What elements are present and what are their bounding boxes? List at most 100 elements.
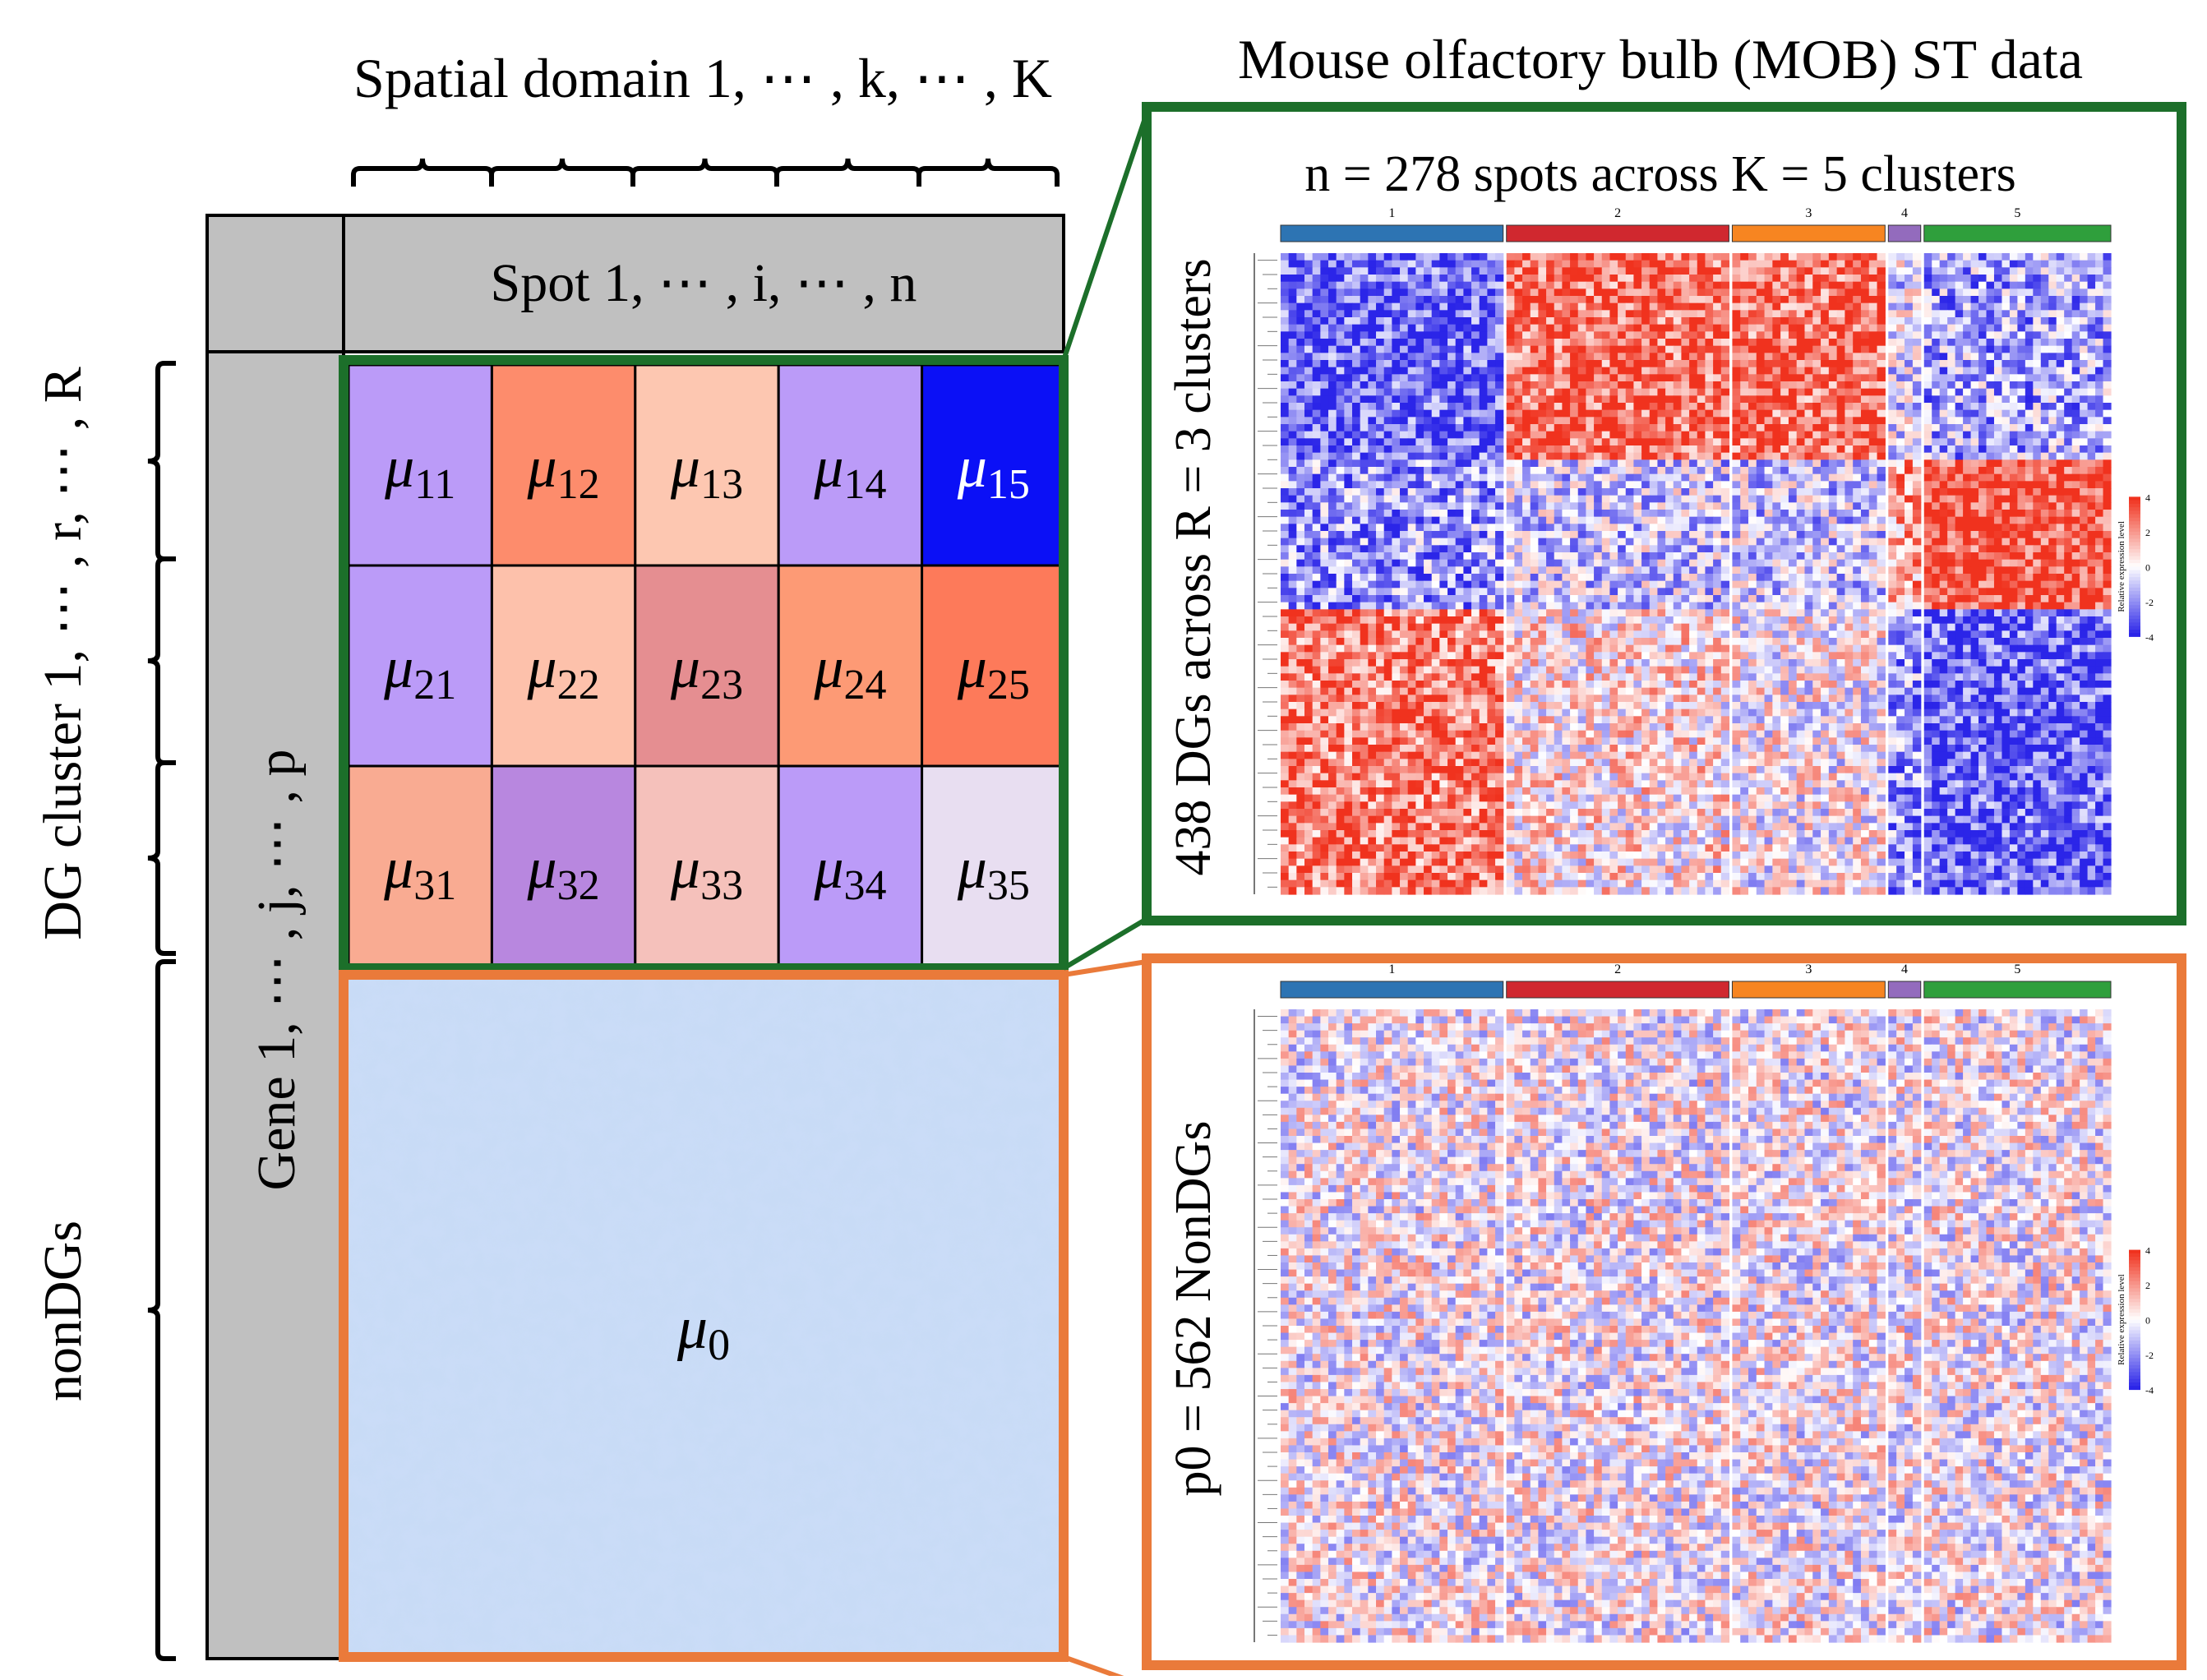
heat-cell [1665, 459, 1674, 467]
heat-cell [1869, 502, 1877, 510]
heat-cell [1955, 310, 1964, 317]
heat-cell [1732, 424, 1740, 432]
heat-cell [1888, 581, 1896, 588]
heat-cell [1641, 417, 1650, 424]
heat-cell [1812, 374, 1821, 381]
heat-cell [1337, 282, 1345, 289]
heat-cell [1812, 510, 1821, 517]
heat-cell [1780, 467, 1789, 474]
heat-cell [1304, 288, 1313, 296]
heat-cell [1861, 353, 1869, 360]
heat-cell [2048, 261, 2057, 268]
heat-cell [1721, 566, 1729, 574]
heat-cell [1289, 524, 1297, 531]
heat-cell [1296, 395, 1304, 403]
heat-cell [1665, 566, 1674, 574]
heat-cell [2002, 438, 2010, 445]
heat-cell [1447, 538, 1456, 546]
heat-cell [1594, 538, 1602, 546]
heat-cell [1546, 545, 1554, 552]
heat-cell [1546, 474, 1554, 482]
heat-cell [1384, 275, 1392, 282]
heat-cell [1313, 502, 1321, 510]
heat-cell [1514, 261, 1522, 268]
heat-cell [1320, 253, 1328, 261]
heat-cell [1971, 502, 1979, 510]
heat-cell [1415, 261, 1424, 268]
heat-cell [1344, 331, 1352, 339]
heat-cell [1578, 467, 1586, 474]
heat-cell [1376, 360, 1384, 367]
heat-cell [1869, 488, 1877, 496]
heat-cell [1665, 403, 1674, 410]
heat-cell [1821, 588, 1829, 595]
heat-cell [1487, 296, 1495, 303]
heat-cell [1344, 481, 1352, 488]
heat-cell [1721, 432, 1729, 439]
heat-cell [1797, 403, 1805, 410]
heat-cell [2048, 502, 2057, 510]
heat-cell [2103, 566, 2112, 574]
heat-cell [1546, 353, 1554, 360]
heat-cell [1480, 417, 1488, 424]
heat-cell [1471, 588, 1480, 595]
heat-cell [1994, 353, 2002, 360]
heat-cell [1344, 275, 1352, 282]
heat-cell [1994, 574, 2002, 581]
heat-cell [1602, 403, 1610, 410]
heat-cell [2025, 267, 2034, 275]
heat-cell [1650, 325, 1658, 332]
heat-cell [1432, 360, 1440, 367]
heat-cell [1821, 445, 1829, 453]
heat-cell [2072, 288, 2080, 296]
heat-cell [1633, 410, 1641, 418]
heat-cell [1602, 453, 1610, 460]
heat-cell [1562, 517, 1570, 524]
heat-cell [1337, 467, 1345, 474]
heat-cell [1780, 331, 1789, 339]
heat-cell [1570, 545, 1578, 552]
heat-cell [1845, 517, 1853, 524]
heat-cell [1963, 524, 1971, 531]
heat-cell [2072, 560, 2080, 567]
heat-cell [1913, 367, 1921, 375]
heat-cell [1978, 524, 1987, 531]
heat-cell [1681, 481, 1689, 488]
heat-cell [1480, 403, 1488, 410]
heat-cell [1463, 581, 1471, 588]
heat-cell [1352, 288, 1360, 296]
heat-cell [2017, 517, 2025, 524]
heat-cell [2002, 346, 2010, 353]
heat-cell [1594, 496, 1602, 503]
heat-cell [1432, 275, 1440, 282]
heat-cell [1955, 275, 1964, 282]
heat-cell [1681, 538, 1689, 546]
heat-cell [1471, 288, 1480, 296]
heat-cell [2103, 488, 2112, 496]
heat-cell [1657, 395, 1665, 403]
heat-cell [1913, 574, 1921, 581]
heat-cell [1932, 317, 1940, 325]
heat-cell [2064, 353, 2072, 360]
heat-cell [2048, 346, 2057, 353]
heat-cell [2072, 581, 2080, 588]
heat-cell [1748, 588, 1757, 595]
heat-cell [1853, 581, 1861, 588]
heat-cell [1780, 325, 1789, 332]
heat-cell [1328, 395, 1337, 403]
heat-cell [2025, 560, 2034, 567]
heat-cell [1514, 310, 1522, 317]
heat-cell [1940, 560, 1948, 567]
heat-cell [2103, 545, 2112, 552]
heat-cell [1633, 403, 1641, 410]
heat-cell [1657, 445, 1665, 453]
heat-cell [1812, 438, 1821, 445]
heat-cell [1578, 560, 1586, 567]
cluster-label: 5 [2014, 206, 2020, 220]
heat-cell [2072, 467, 2080, 474]
heat-cell [1289, 261, 1297, 268]
heat-cell [1507, 552, 1515, 560]
heat-cell [1408, 453, 1416, 460]
heat-cell [2017, 346, 2025, 353]
heat-cell [1304, 303, 1313, 311]
